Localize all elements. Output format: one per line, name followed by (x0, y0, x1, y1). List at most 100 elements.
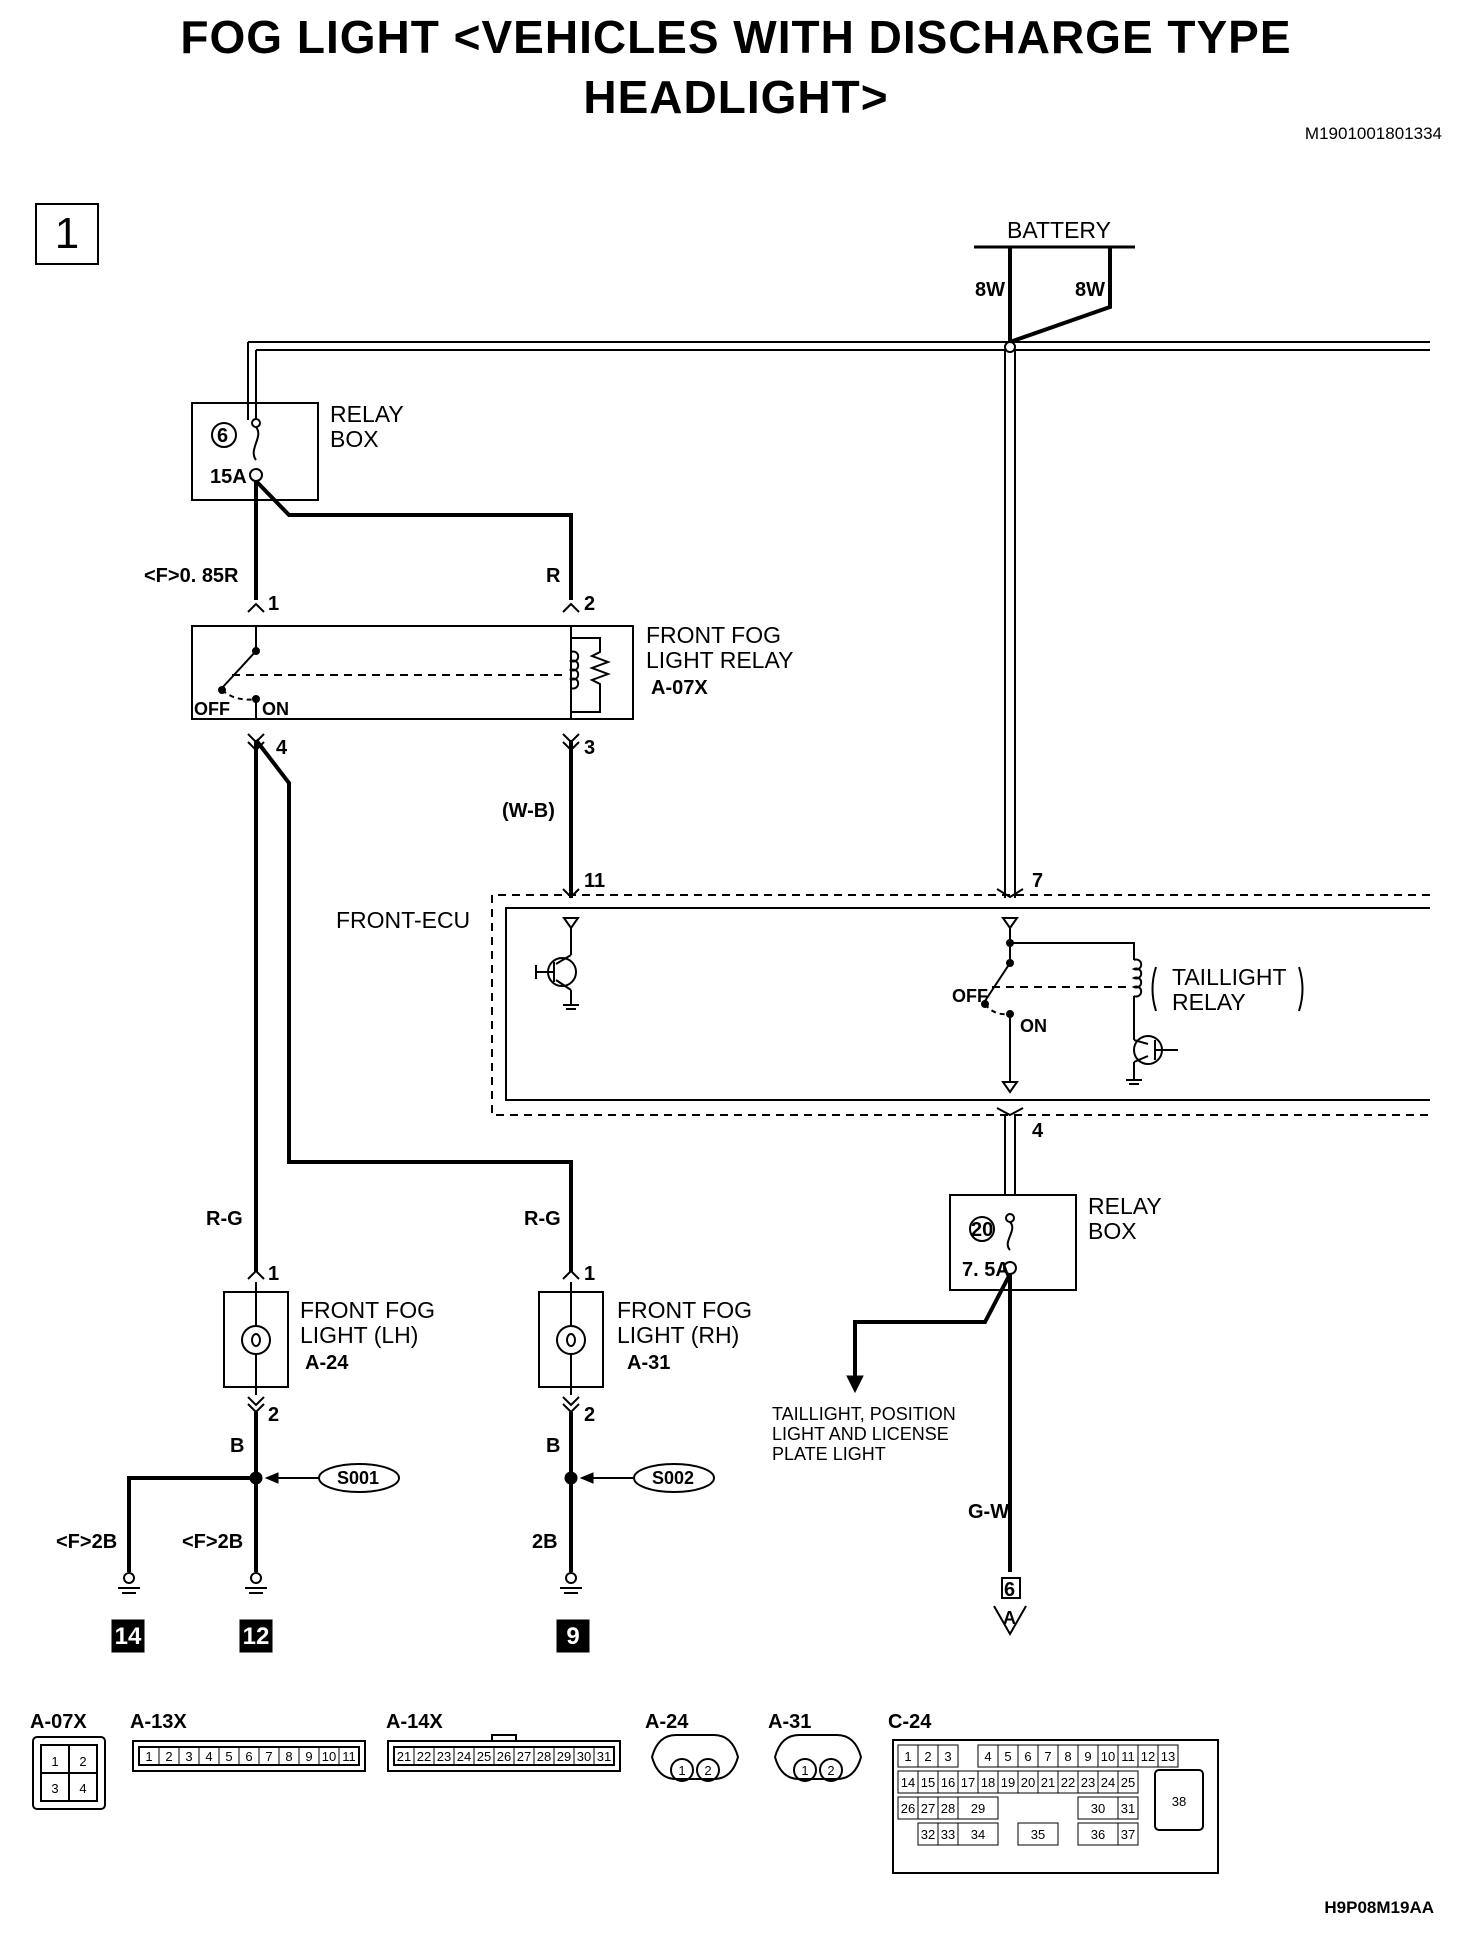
c24-pin-27: 27 (921, 1801, 935, 1816)
splice-s002-label: S002 (652, 1468, 694, 1488)
taillight-relay-off: OFF (952, 986, 988, 1006)
fog-rh-pin2: 2 (584, 1404, 595, 1426)
ecu-to-relay-box-wire (1004, 1115, 1016, 1195)
ground-rh-wire-label: 2B (532, 1531, 558, 1553)
c24-pin-29-cell (957, 1796, 999, 1820)
a07x-pin-3: 3 (51, 1781, 58, 1796)
c24-pin-8: 8 (1064, 1749, 1071, 1764)
a14x-pin-29: 29 (557, 1749, 571, 1764)
relay-box-bottom-label-2: BOX (1088, 1218, 1137, 1244)
a14x-pin-22: 22 (417, 1749, 431, 1764)
a14x-pin-27: 27 (517, 1749, 531, 1764)
c24-pin-25: 25 (1121, 1775, 1135, 1790)
output-connector-letter: A (1003, 1608, 1016, 1628)
c24-pin-14: 14 (901, 1775, 915, 1790)
a24-pin-2: 2 (704, 1763, 711, 1778)
connector-a31-label: A-31 (768, 1711, 811, 1733)
fuse-20-number: 20 (971, 1219, 993, 1241)
c24-pin-37-cell (1117, 1822, 1139, 1846)
a13x-pin-11: 11 (342, 1749, 356, 1764)
output-arrow (993, 1605, 1027, 1637)
front-fog-light-lh (223, 1269, 289, 1414)
c24-pin-24: 24 (1101, 1775, 1115, 1790)
ecu-taillight-relay (981, 928, 1304, 1085)
fog-rh-label-2: LIGHT (RH) (617, 1322, 739, 1348)
fog-relay-off: OFF (194, 699, 230, 719)
c24-pin-6: 6 (1024, 1749, 1031, 1764)
c24-pin-21: 21 (1041, 1775, 1055, 1790)
fog-relay-label-1: FRONT FOG (646, 622, 781, 648)
wire-label-pin2: R (546, 565, 561, 587)
c24-pin-4: 4 (984, 1749, 991, 1764)
fog-relay-pin2: 2 (584, 593, 595, 615)
connector-a14x-label: A-14X (386, 1711, 443, 1733)
c24-pin-17: 17 (961, 1775, 975, 1790)
connector-c24 (892, 1739, 1219, 1874)
fog-relay-on: ON (262, 699, 289, 719)
ground-number-9-box (556, 1619, 590, 1653)
c24-pin-20: 20 (1021, 1775, 1035, 1790)
a13x-pin-2: 2 (165, 1749, 172, 1764)
ground-number-12: 12 (243, 1623, 270, 1650)
c24-pin-31-cell (1117, 1796, 1139, 1820)
ground-branch-wire-label: <F>2B (56, 1531, 117, 1553)
c24-pin-34-cell (957, 1822, 999, 1846)
ecu-pin-7: 7 (1032, 870, 1043, 892)
c24-pin-36: 36 (1091, 1827, 1105, 1842)
c24-pin-23: 23 (1081, 1775, 1095, 1790)
fog-relay-label-2: LIGHT RELAY (646, 647, 793, 673)
battery-wire-left: 8W (975, 279, 1005, 301)
taillight-relay-on: ON (1020, 1016, 1047, 1036)
ecu-fog-transistor (535, 928, 579, 1010)
fuse-6-rating: 15A (210, 466, 247, 488)
splice-s001-badge (318, 1463, 400, 1493)
battery (974, 245, 1135, 344)
c24-pin-38: 38 (1172, 1794, 1186, 1809)
ground-number-14: 14 (115, 1623, 142, 1650)
figure-id: H9P08M19AA (1324, 1898, 1434, 1917)
a13x-pin-6: 6 (245, 1749, 252, 1764)
c24-pin-11: 11 (1121, 1749, 1135, 1764)
c24-pin-10: 10 (1101, 1749, 1115, 1764)
c24-pin-1: 1 (904, 1749, 911, 1764)
wire-label-pin3: (W-B) (502, 800, 555, 822)
ground-number-12-box (239, 1619, 273, 1653)
splice-s002-dot (564, 1471, 578, 1485)
c24-pin-15: 15 (921, 1775, 935, 1790)
c24-pin-26: 26 (901, 1801, 915, 1816)
output-page-number: 6 (1004, 1579, 1015, 1601)
battery-label: BATTERY (1007, 217, 1111, 243)
fog-rh-connector: A-31 (627, 1352, 670, 1374)
taillight-branch-line2: LIGHT AND LICENSE (772, 1424, 949, 1444)
c24-pin-25-cell (1117, 1770, 1139, 1794)
splice-s001-label: S001 (337, 1468, 379, 1488)
document-id: M1901001801334 (1304, 124, 1442, 143)
output-wire-label: G-W (968, 1501, 1009, 1523)
fog-rh-wire-in: R-G (524, 1208, 561, 1230)
c24-pin-12: 12 (1141, 1749, 1155, 1764)
fuse-6 (249, 418, 263, 482)
ground-symbol-12 (245, 1572, 267, 1594)
fog-lh-label-1: FRONT FOG (300, 1297, 435, 1323)
c24-pin-2: 2 (924, 1749, 931, 1764)
c24-pin-22: 22 (1061, 1775, 1075, 1790)
c24-pin-16: 16 (941, 1775, 955, 1790)
fuse-20 (1003, 1213, 1017, 1275)
a13x-pin-7: 7 (265, 1749, 272, 1764)
a07x-pin-1: 1 (51, 1754, 58, 1769)
fog-lh-pin1: 1 (268, 1263, 279, 1285)
ground-symbol-14 (118, 1572, 140, 1594)
c24-pin-7: 7 (1044, 1749, 1051, 1764)
c24-pin-19: 19 (1001, 1775, 1015, 1790)
c24-pin-5: 5 (1004, 1749, 1011, 1764)
connector-a31 (773, 1734, 863, 1782)
relay-box-bottom-label-1: RELAY (1088, 1193, 1162, 1219)
c24-pin-18: 18 (981, 1775, 995, 1790)
fog-relay-feed-wires (254, 479, 573, 600)
c24-pin-3: 3 (944, 1749, 951, 1764)
fuse-20-badge (969, 1216, 995, 1242)
ground-wires-lh (127, 1412, 258, 1572)
a31-pin-2: 2 (827, 1763, 834, 1778)
c24-pin-31: 31 (1121, 1801, 1135, 1816)
